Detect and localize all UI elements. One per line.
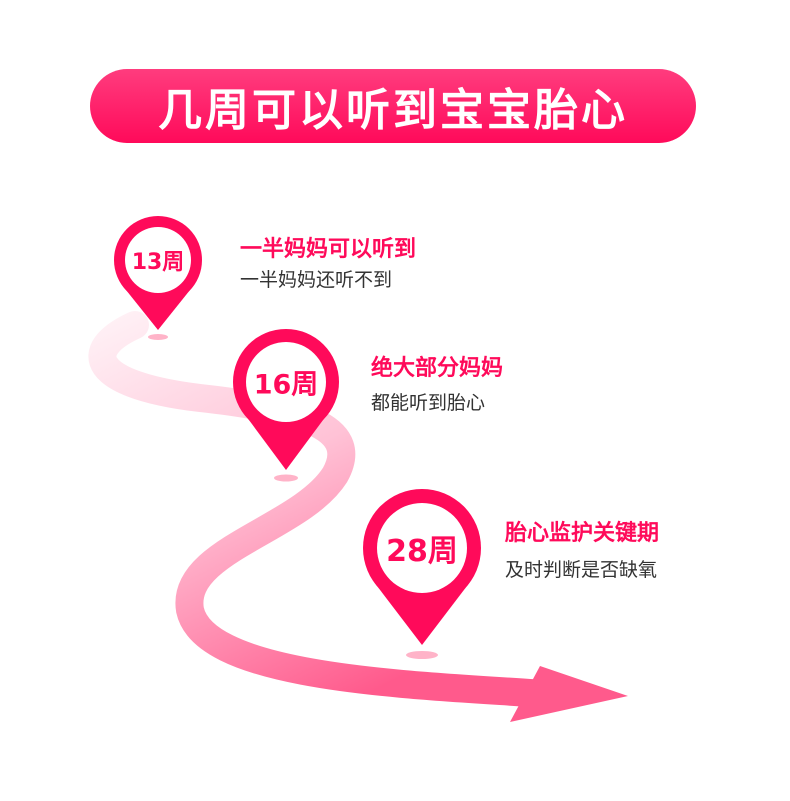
pin-shadow	[406, 651, 438, 659]
milestone-detail: 一半妈妈还听不到	[240, 269, 393, 291]
milestone-heading: 胎心监护关键期	[505, 521, 660, 546]
timeline-path	[88, 311, 559, 708]
arrow-head-icon	[510, 666, 628, 722]
pin-shadow	[148, 334, 168, 340]
week-label: 16周	[253, 369, 319, 401]
milestone-heading: 一半妈妈可以听到	[240, 237, 417, 262]
milestone-detail: 都能听到胎心	[371, 392, 486, 414]
pin-icon-13	[114, 216, 202, 330]
week-label: 28周	[386, 534, 458, 569]
pin-shadow	[274, 474, 298, 482]
week-label: 13周	[131, 250, 185, 275]
milestone-detail: 及时判断是否缺氧	[505, 559, 658, 581]
pin-icon-16	[233, 329, 339, 470]
page-title: 几周可以听到宝宝胎心	[158, 85, 628, 136]
pin-icon-28	[363, 489, 481, 645]
milestone-heading: 绝大部分妈妈	[371, 356, 504, 381]
title-banner: 几周可以听到宝宝胎心	[90, 69, 696, 143]
